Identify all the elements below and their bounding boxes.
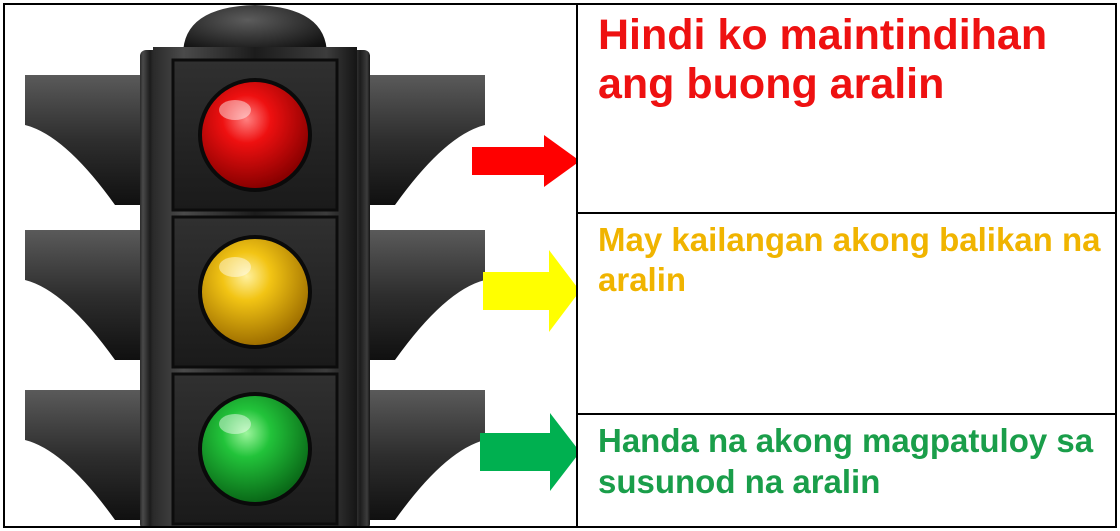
traffic-light-icon [25,5,485,526]
statement-red: Hindi ko maintindihan ang buong aralin [598,11,1048,109]
traffic-light-panel [3,3,578,528]
arrow-right-icon [472,135,576,187]
statements-panel: Hindi ko maintindihan ang buong aralin M… [576,3,1117,528]
statement-cell-red: Hindi ko maintindihan ang buong aralin [578,5,1115,212]
statement-yellow: May kailangan akong balikan na aralin [598,221,1101,299]
arrow-right-icon [480,413,576,491]
arrow-right-icon [483,250,576,332]
statement-green: Handa na akong magpatuloy sa susunod na … [598,422,1094,501]
statement-cell-green: Handa na akong magpatuloy sa susunod na … [578,413,1115,530]
statement-cell-yellow: May kailangan akong balikan na aralin [578,212,1115,413]
